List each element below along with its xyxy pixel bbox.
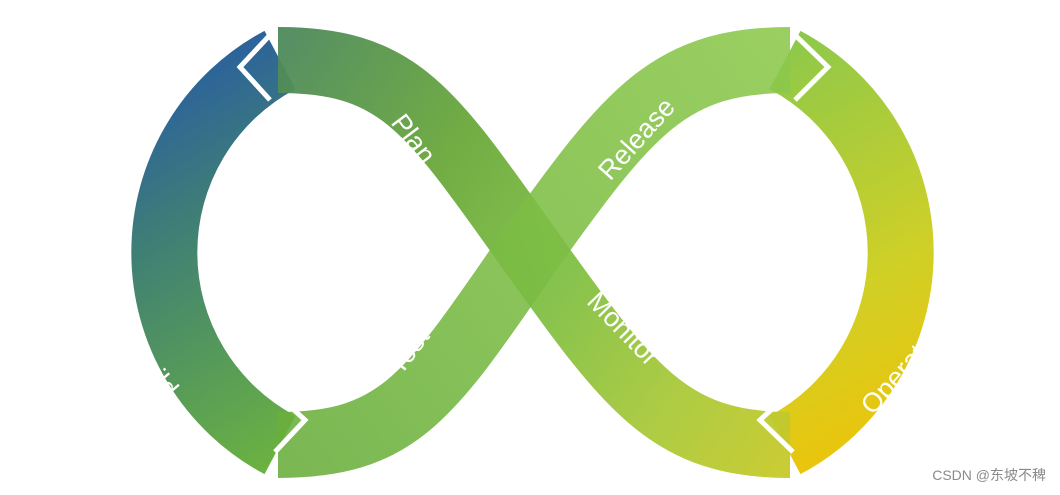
left-ring: [131, 30, 296, 475]
stage-dividers: [58, 33, 1000, 454]
divider-code-plan: [236, 33, 272, 102]
watermark: CSDN @东坡不稗: [932, 467, 1046, 483]
divider-release-deploy: [793, 33, 832, 102]
divider-deploy-operate: [933, 243, 1000, 282]
band-test-release: [277, 27, 791, 478]
right-ring: [769, 30, 934, 475]
divider-build-test: [268, 386, 309, 454]
divider-operate-monitor: [756, 388, 795, 454]
divider-code-build: [58, 236, 129, 274]
